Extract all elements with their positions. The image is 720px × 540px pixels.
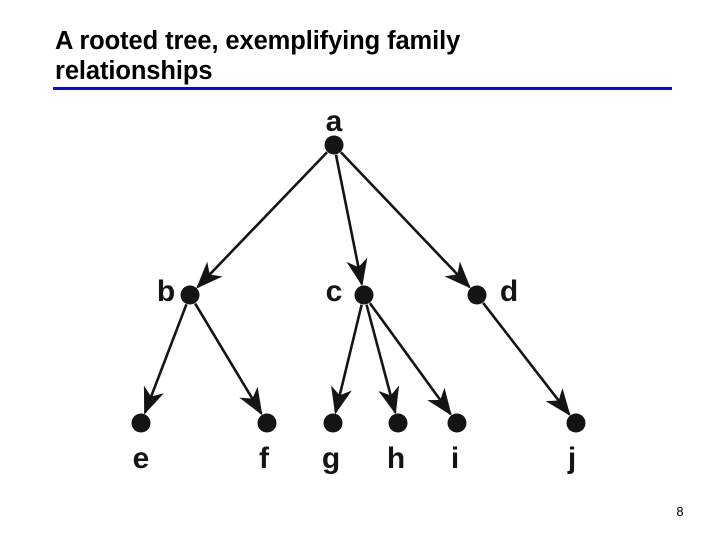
tree-edge-a-b [196, 151, 329, 289]
tree-node-label-h: h [387, 442, 405, 475]
tree-edge-d-j [482, 302, 571, 416]
tree-node-d [467, 285, 487, 305]
node-label-layer: a b c d e f g h i j [133, 105, 577, 475]
tree-node-label-j: j [567, 442, 576, 475]
tree-node-f [257, 413, 277, 433]
tree-node-e [131, 413, 151, 433]
tree-edge-a-d [339, 151, 471, 289]
tree-node-label-f: f [259, 442, 270, 475]
tree-edge-b-e [143, 303, 188, 415]
tree-node-label-g: g [322, 442, 340, 475]
tree-edge-c-i [368, 302, 452, 416]
tree-node-label-e: e [133, 442, 150, 475]
page-title: A rooted tree, exemplifying family relat… [55, 27, 461, 85]
tree-edge-c-g [331, 304, 363, 415]
tree-node-b [180, 285, 200, 305]
tree-node-a [324, 135, 344, 155]
page-number: 8 [676, 504, 684, 519]
tree-edge-a-c [334, 154, 368, 287]
tree-node-h [388, 413, 408, 433]
tree-edge-c-h [365, 304, 400, 415]
title-block: A rooted tree, exemplifying family relat… [55, 26, 675, 86]
tree-node-g [323, 413, 343, 433]
tree-node-label-c: c [326, 275, 343, 308]
tree-node-label-a: a [326, 105, 343, 138]
edge-layer [143, 151, 571, 416]
tree-node-j [566, 413, 586, 433]
tree-node-label-b: b [157, 275, 175, 308]
tree-node-c [354, 285, 374, 305]
tree-node-label-d: d [500, 275, 518, 308]
tree-node-label-i: i [451, 442, 459, 475]
tree-edge-b-f [194, 302, 263, 416]
title-underline-rule [53, 87, 672, 90]
tree-node-i [447, 413, 467, 433]
node-layer [131, 135, 586, 433]
